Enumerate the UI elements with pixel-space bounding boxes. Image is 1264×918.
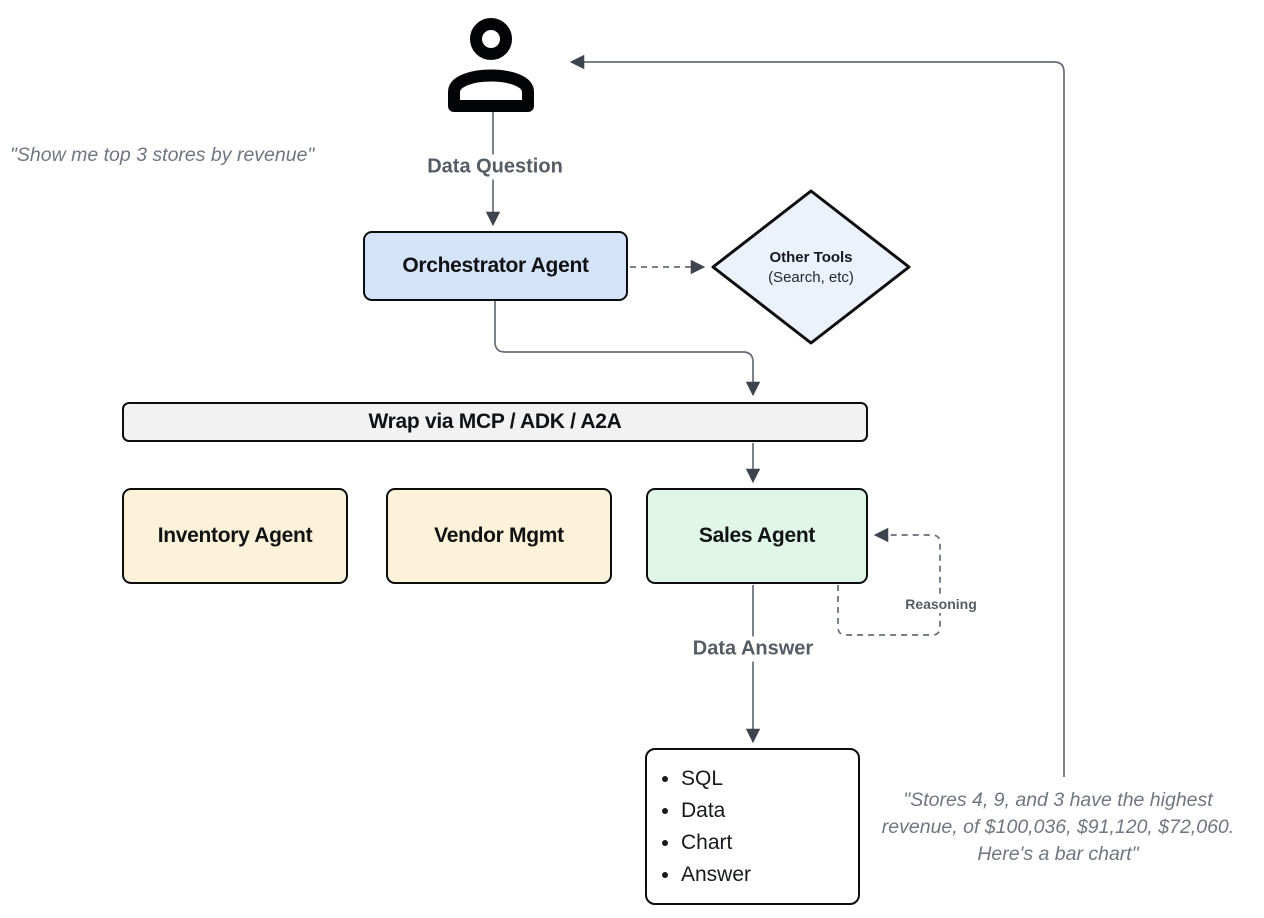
vendor-mgmt-node: Vendor Mgmt [386,488,612,584]
result-quote-line-2: revenue, of $100,036, $91,120, $72,060. [881,816,1235,838]
other-tools-subtitle: (Search, etc) [768,268,854,286]
output-item-sql: SQL [681,766,751,791]
orchestrator-agent-node: Orchestrator Agent [363,231,628,301]
output-item-chart: Chart [681,830,751,855]
result-quote: "Stores 4, 9, and 3 have the highest rev… [872,787,1244,868]
person-icon [448,18,534,112]
data-answer-label: Data Answer [687,636,819,662]
reasoning-label: Reasoning [901,595,981,613]
user-quote: "Show me top 3 stores by revenue" [10,144,315,166]
output-item-answer: Answer [681,862,751,887]
data-question-label: Data Question [422,154,568,180]
arrow-orchestrator-to-wrap [494,301,761,397]
other-tools-title: Other Tools [769,248,853,266]
arrow-answer-to-user [569,54,1065,777]
wrap-mcp-adk-a2a-label: Wrap via MCP / ADK / A2A [368,410,622,433]
vendor-mgmt-label: Vendor Mgmt [434,524,564,547]
wrap-mcp-adk-a2a-node: Wrap via MCP / ADK / A2A [122,402,868,442]
output-list-node: SQL Data Chart Answer [645,748,860,905]
other-tools-diamond-shape [711,189,911,345]
sales-agent-node: Sales Agent [646,488,868,584]
other-tools-node: Other Tools (Search, etc) [703,181,919,353]
output-list: SQL Data Chart Answer [647,759,751,894]
inventory-agent-node: Inventory Agent [122,488,348,584]
inventory-agent-label: Inventory Agent [157,524,313,547]
output-item-data: Data [681,798,751,823]
sales-agent-label: Sales Agent [698,524,816,547]
result-quote-line-1: "Stores 4, 9, and 3 have the highest [903,789,1213,811]
arrow-reasoning-loop [837,527,941,636]
orchestrator-agent-label: Orchestrator Agent [402,254,589,277]
result-quote-line-3: Here's a bar chart" [977,843,1139,865]
